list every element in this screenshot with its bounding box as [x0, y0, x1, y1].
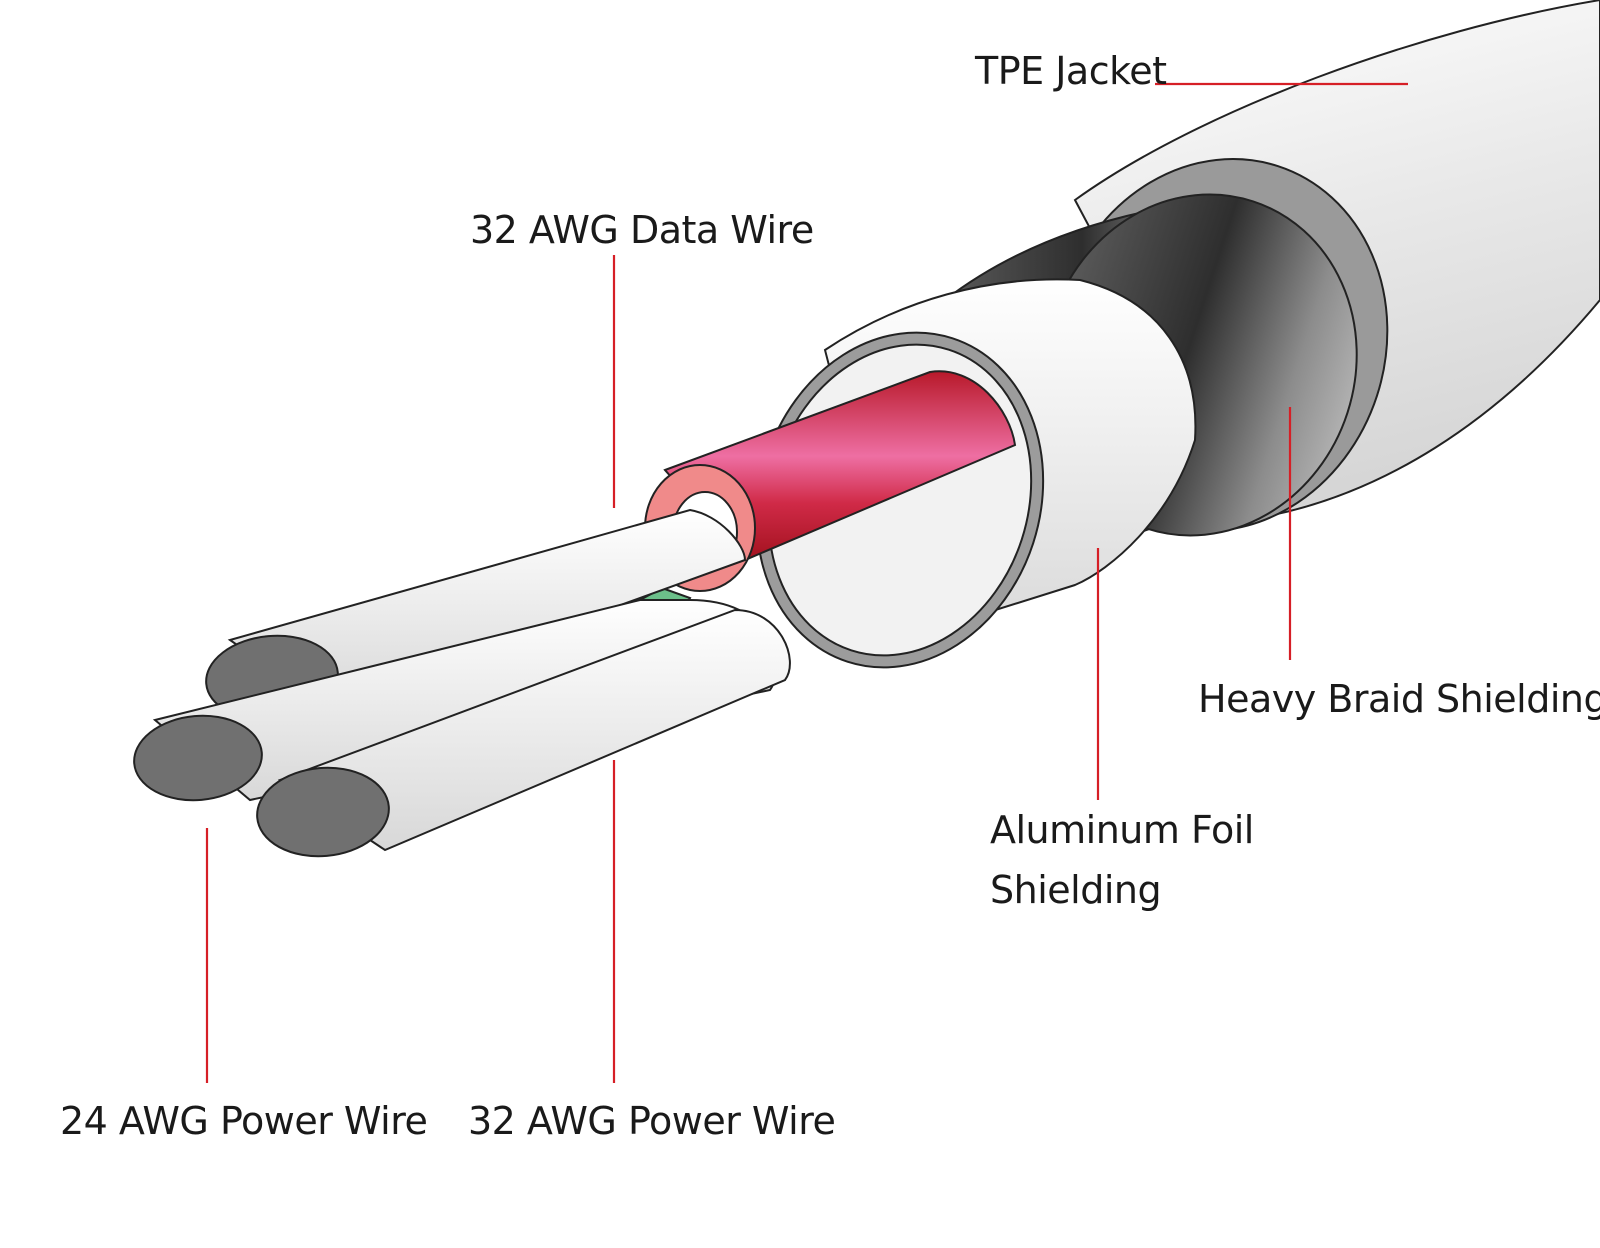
label-foil-shielding-line1: Aluminum Foil: [990, 808, 1254, 852]
power-wire-32-lower: [256, 608, 791, 858]
label-data-wire: 32 AWG Data Wire: [470, 208, 814, 252]
power-wire-24: [133, 599, 779, 802]
label-power-wire-24: 24 AWG Power Wire: [60, 1099, 427, 1143]
label-foil-shielding-line2: Shielding: [990, 868, 1161, 912]
label-braid-shielding: Heavy Braid Shielding: [1198, 677, 1600, 721]
label-power-wire-32: 32 AWG Power Wire: [468, 1099, 835, 1143]
label-tpe-jacket: TPE Jacket: [974, 49, 1167, 93]
